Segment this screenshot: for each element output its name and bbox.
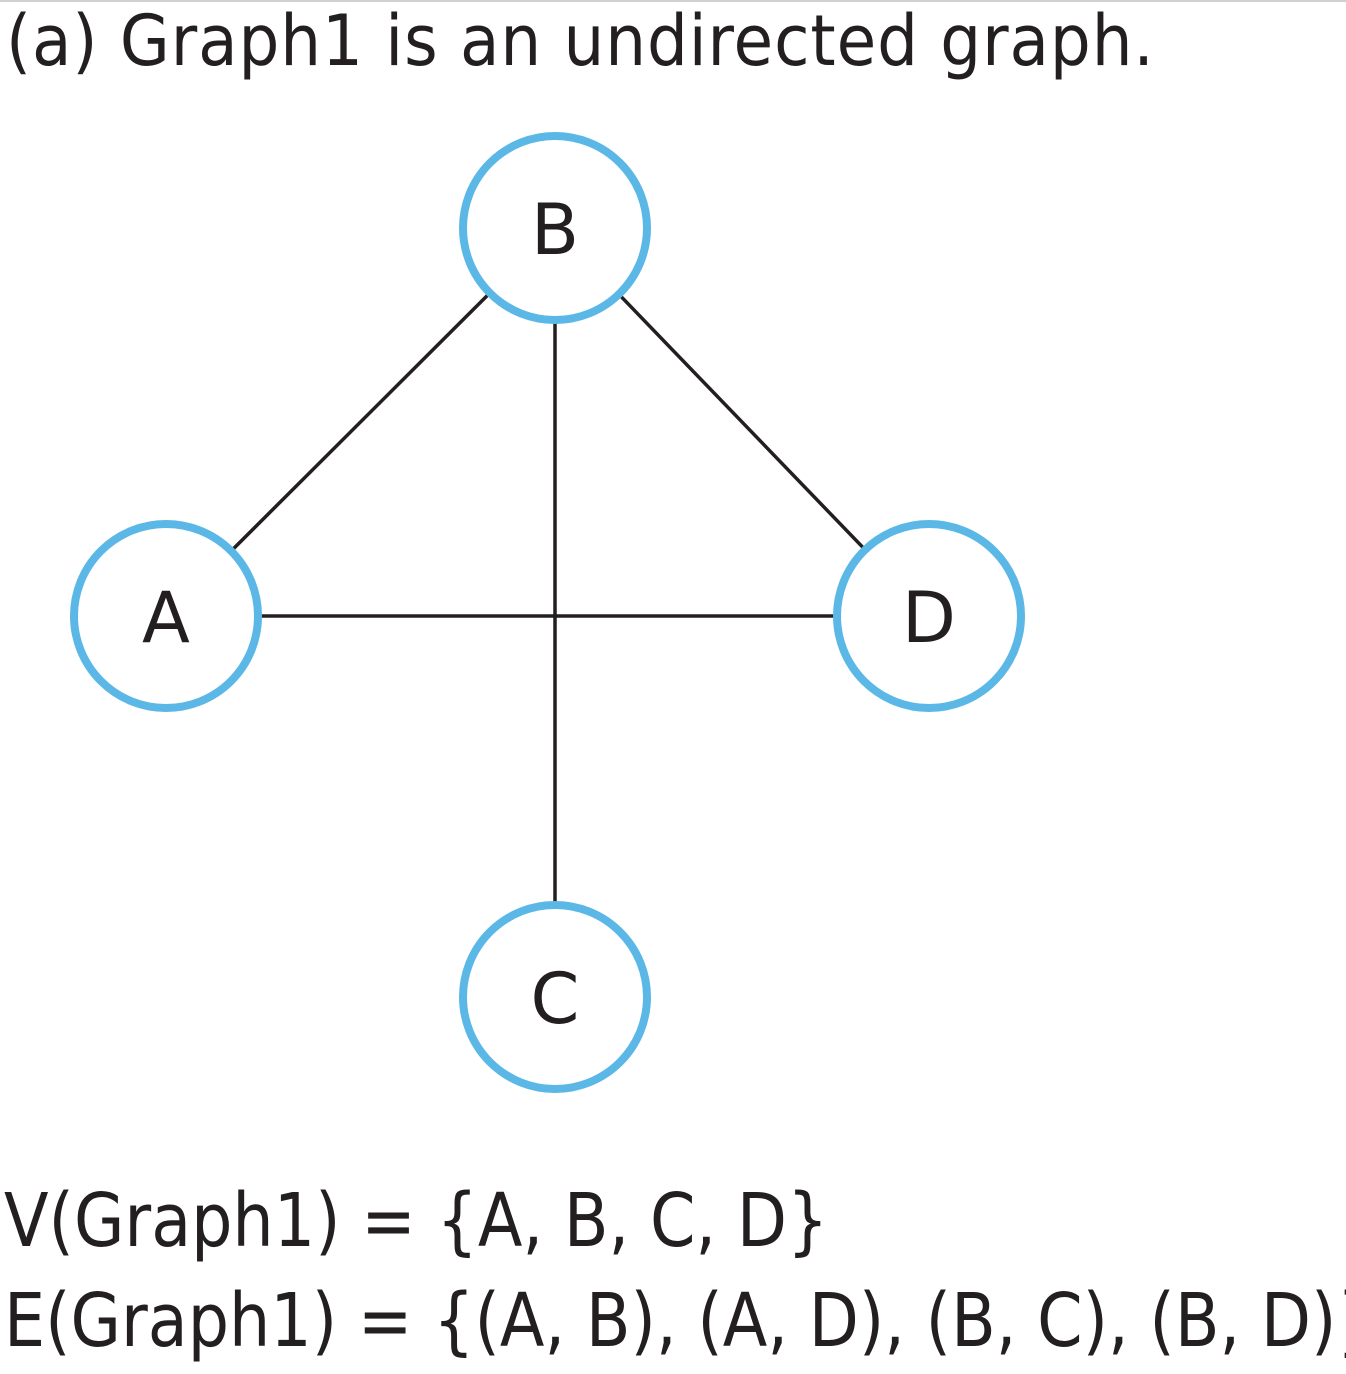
- node-c: C: [459, 901, 651, 1093]
- node-b-circle: [459, 132, 651, 324]
- node-a-circle: [70, 520, 262, 712]
- node-d-label: D: [902, 577, 956, 659]
- frame-top-border: [0, 0, 1346, 2]
- node-a: A: [70, 520, 262, 712]
- figure-caption: (a) Graph1 is an undirected graph.: [6, 0, 1155, 82]
- node-b: B: [459, 132, 651, 324]
- node-d: D: [833, 520, 1025, 712]
- node-c-label: C: [531, 958, 580, 1040]
- node-c-circle: [459, 901, 651, 1093]
- vertex-set-definition: V(Graph1) = {A, B, C, D}: [4, 1178, 829, 1264]
- edge-set-definition: E(Graph1) = {(A, B), (A, D), (B, C), (B,…: [4, 1278, 1346, 1364]
- node-d-circle: [833, 520, 1025, 712]
- node-b-label: B: [531, 189, 579, 271]
- edges-layer: [164, 226, 931, 997]
- node-a-label: A: [142, 577, 190, 659]
- nodes-layer: A B C D: [70, 132, 1025, 1093]
